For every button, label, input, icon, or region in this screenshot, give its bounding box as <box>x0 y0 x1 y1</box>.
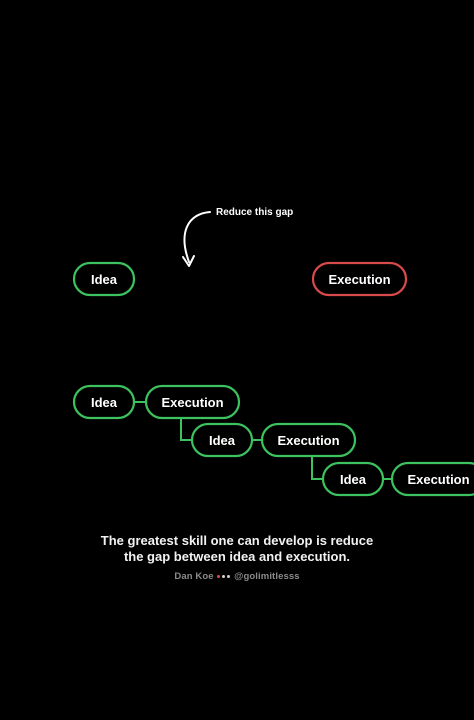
step-1-execution-node: Execution <box>144 384 241 420</box>
step-connector-4 <box>311 456 323 480</box>
step-connector-2 <box>180 417 192 441</box>
top-idea-node: Idea <box>72 261 136 297</box>
step-2-execution-label: Execution <box>277 433 339 448</box>
caption: The greatest skill one can develop is re… <box>0 533 474 565</box>
step-3-idea-label: Idea <box>340 472 367 487</box>
caption-line-1: The greatest skill one can develop is re… <box>100 533 374 548</box>
white-dot-icon <box>227 574 231 578</box>
credit-handle: @golimitlesss <box>234 571 300 582</box>
step-2-idea-node: Idea <box>190 422 254 458</box>
top-execution-label: Execution <box>328 272 390 287</box>
step-1-execution-label: Execution <box>161 395 223 410</box>
credit-dots <box>216 571 234 582</box>
caption-line-2: the gap between idea and execution. <box>123 549 351 564</box>
step-2-idea-label: Idea <box>209 433 236 448</box>
top-idea-label: Idea <box>91 272 118 287</box>
red-dot-icon <box>217 574 221 578</box>
step-3-execution-node: Execution <box>390 461 474 497</box>
step-3-execution-label: Execution <box>407 472 469 487</box>
credit: Dan Koe @golimitlesss <box>0 571 474 582</box>
white-dot-icon <box>222 574 226 578</box>
annotation-label: Reduce this gap <box>216 207 293 218</box>
credit-author: Dan Koe <box>174 571 214 582</box>
step-1-idea-label: Idea <box>91 395 118 410</box>
step-1-idea-node: Idea <box>72 384 136 420</box>
curved-arrow-icon <box>183 211 211 263</box>
step-3-idea-node: Idea <box>321 461 385 497</box>
step-2-execution-node: Execution <box>260 422 357 458</box>
arrowhead-icon <box>182 255 195 267</box>
top-execution-node: Execution <box>311 261 408 297</box>
